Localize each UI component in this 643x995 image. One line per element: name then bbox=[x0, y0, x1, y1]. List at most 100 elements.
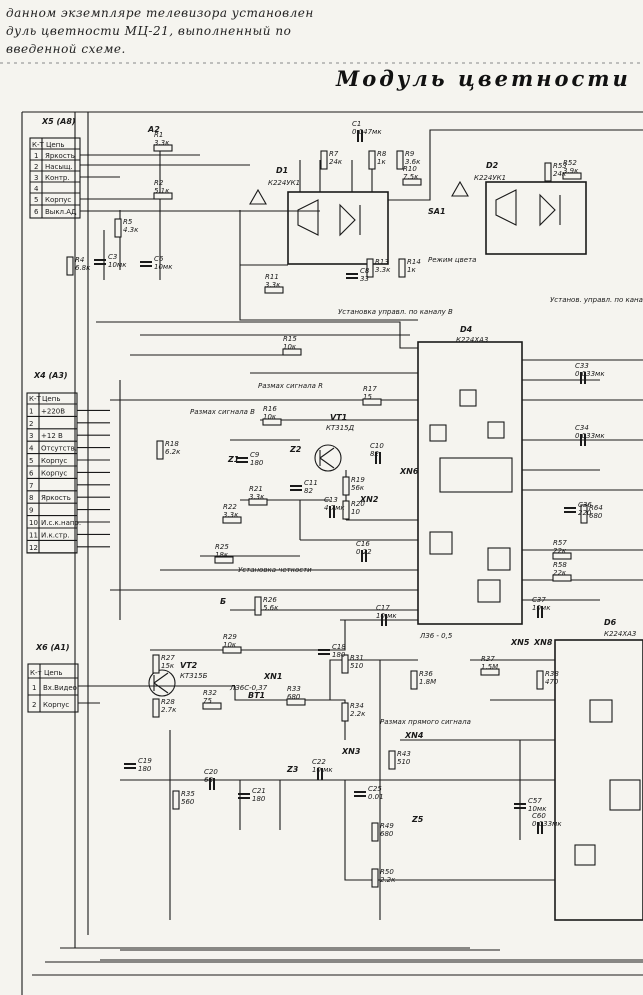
x4-pin: 8 bbox=[29, 494, 33, 502]
resistor-r9 bbox=[396, 150, 404, 170]
d6-ref: D6 bbox=[604, 618, 617, 627]
capacitor-ref: C9 bbox=[250, 451, 260, 459]
resistor-value: 2.2к bbox=[380, 876, 396, 884]
resistor-value: 22к bbox=[553, 569, 567, 577]
resistor-ref: R35 bbox=[181, 790, 195, 798]
resistor-ref: R2 bbox=[154, 179, 164, 187]
resistor-r35 bbox=[172, 790, 180, 810]
capacitor-c25 bbox=[354, 791, 366, 797]
z5-label: Z5 bbox=[411, 815, 424, 824]
capacitor-ref: C36 bbox=[578, 501, 592, 509]
resistor-value: 15к bbox=[161, 662, 175, 670]
x6-label: X6 (A1) bbox=[35, 643, 70, 652]
annotation-swing-r: Размах сигнала R bbox=[258, 382, 323, 390]
d1-type: К224УК1 bbox=[268, 179, 300, 187]
x6-pin: 2 bbox=[32, 701, 36, 709]
annotation-mode: Режим цвета bbox=[428, 256, 476, 264]
z1-label: Z1 bbox=[227, 455, 239, 464]
x4-net: Яркость bbox=[41, 494, 71, 502]
capacitor-c60 bbox=[537, 822, 543, 834]
x4-pin: 1 bbox=[29, 407, 33, 415]
x4-net: И.с.к.напр. bbox=[41, 519, 81, 527]
resistor-ref: R13 bbox=[375, 258, 389, 266]
capacitor-ref: C1 bbox=[352, 120, 361, 128]
capacitor-ref: C18 bbox=[332, 643, 346, 651]
capacitor-ref: C11 bbox=[304, 479, 318, 487]
resistor-ref: R34 bbox=[350, 702, 364, 710]
resistor-value: 680 bbox=[589, 512, 603, 520]
resistor-r14 bbox=[398, 258, 406, 278]
x6-net: Корпус bbox=[43, 701, 69, 709]
ic-d2: D2 К224УК1 bbox=[451, 161, 587, 255]
xn5-label: XN5 bbox=[510, 638, 530, 647]
xn2-label: XN2 bbox=[359, 495, 379, 504]
annotation-direct: Размах прямого сигнала bbox=[380, 718, 471, 726]
capacitor-value: 0.033мк bbox=[575, 432, 605, 440]
x5-pin: 5 bbox=[34, 196, 38, 204]
resistor-ref: R52 bbox=[563, 159, 577, 167]
sa1-label: SA1 bbox=[428, 207, 446, 216]
x5-net: Корпус bbox=[45, 196, 71, 204]
resistor-r2 bbox=[153, 192, 173, 200]
resistor-value: 24к bbox=[329, 158, 343, 166]
capacitor-value: 10мк bbox=[108, 261, 127, 269]
resistor-ref: R27 bbox=[161, 654, 175, 662]
capacitor-c16 bbox=[361, 550, 367, 562]
resistor-ref: R26 bbox=[263, 596, 277, 604]
resistor-r17 bbox=[362, 398, 382, 406]
capacitor-c8 bbox=[346, 273, 358, 279]
capacitor-c22 bbox=[317, 768, 323, 780]
capacitor-ref: C37 bbox=[532, 596, 546, 604]
note-line-3: введенной схеме. bbox=[6, 42, 126, 56]
resistor-ref: R32 bbox=[203, 689, 217, 697]
page-title: Модуль цветности bbox=[336, 66, 631, 91]
resistor-ref: R28 bbox=[161, 698, 175, 706]
resistor-ref: R29 bbox=[223, 633, 237, 641]
annotation-ctrl-b: Установка управл. по каналу В bbox=[338, 308, 453, 316]
resistor-value: 18к bbox=[215, 551, 229, 559]
resistor-value: 1.5М bbox=[481, 663, 498, 671]
transistor-vt1: VT1 КТ315Д bbox=[314, 413, 355, 472]
capacitor-ref: C20 bbox=[204, 768, 218, 776]
x4-net: Корпус bbox=[41, 469, 67, 477]
capacitor-ref: C19 bbox=[138, 757, 152, 765]
resistor-value: 3.3к bbox=[223, 511, 239, 519]
vt2-type: КТ315Б bbox=[180, 672, 208, 680]
resistor-r50 bbox=[371, 868, 379, 888]
capacitor-c34 bbox=[580, 434, 586, 446]
xn8-label: XN8 bbox=[533, 638, 553, 647]
capacitor-value: 0.01 bbox=[368, 793, 384, 801]
bt1-type: ЛЗ6С-0,37 bbox=[229, 684, 268, 692]
connector-x6: X6 (A1) К-т Цепь 1 Вх.Видео 2 Корпус bbox=[27, 643, 140, 713]
capacitor-c6 bbox=[140, 261, 152, 267]
resistor-r10 bbox=[402, 178, 422, 186]
x4-pin: 3 bbox=[29, 432, 33, 440]
capacitor-c36 bbox=[564, 507, 576, 513]
z2-label: Z2 bbox=[289, 445, 302, 454]
resistor-ref: R22 bbox=[223, 503, 237, 511]
resistor-value: 75 bbox=[203, 697, 212, 705]
resistor-r5 bbox=[114, 218, 122, 238]
x4-pin: 9 bbox=[29, 507, 33, 515]
x5-pin: 2 bbox=[34, 163, 38, 171]
resistor-r27 bbox=[152, 654, 160, 674]
x4-net: +220В bbox=[41, 407, 65, 415]
capacitor-value: 10мк bbox=[154, 263, 173, 271]
capacitor-ref: C60 bbox=[532, 812, 546, 820]
x4-net: +12 В bbox=[41, 432, 63, 440]
resistor-ref: R37 bbox=[481, 655, 495, 663]
vt1-type: КТ315Д bbox=[326, 424, 355, 432]
capacitor-value: 180 bbox=[332, 651, 346, 659]
x4-net: Отсутств. bbox=[41, 445, 77, 453]
resistor-ref: R53 bbox=[553, 162, 567, 170]
d4-ref: D4 bbox=[460, 325, 473, 334]
resistor-ref: R16 bbox=[263, 405, 277, 413]
resistor-ref: R38 bbox=[545, 670, 559, 678]
resistor-value: 3.3к bbox=[154, 139, 170, 147]
resistor-ref: R21 bbox=[249, 485, 263, 493]
resistor-r34 bbox=[341, 702, 349, 722]
resistor-ref: R36 bbox=[419, 670, 433, 678]
capacitor-c37 bbox=[537, 606, 543, 618]
resistor-value: 56к bbox=[351, 484, 365, 492]
resistor-value: 6.2к bbox=[165, 448, 181, 456]
